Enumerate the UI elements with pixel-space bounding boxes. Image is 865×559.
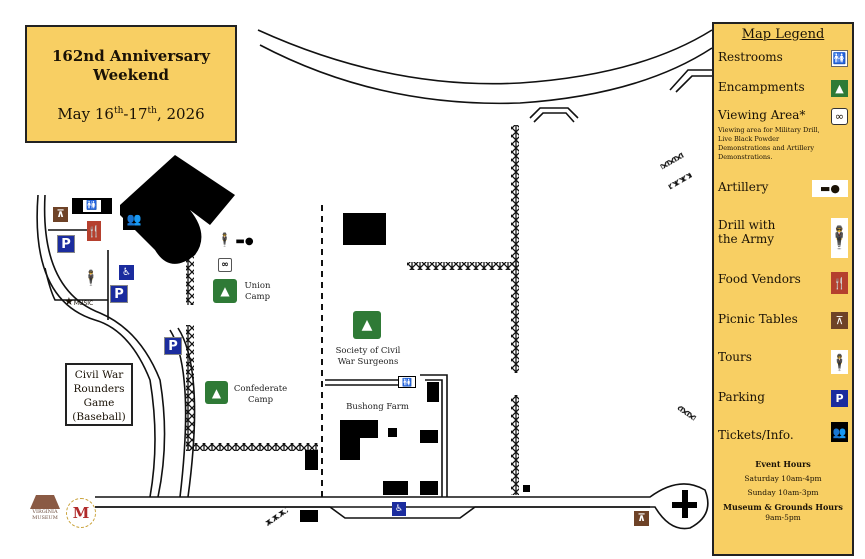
legend-item-tickets: Tickets/Info.👥 <box>718 422 848 442</box>
restroom-icon: 🚻 <box>83 200 101 212</box>
tickets-icon: 👥 <box>123 208 145 230</box>
vmi-logo: M <box>66 498 96 528</box>
legend-title: Map Legend <box>741 27 825 42</box>
hedgerows <box>186 125 697 527</box>
restroom-icon: 🚻 <box>831 50 848 67</box>
legend-item-picnic: Picnic Tables⊼ <box>718 312 848 329</box>
viewing-area-note: Viewing area for Military Drill, Live Bl… <box>718 126 820 161</box>
tickets-icon: 👥 <box>831 422 848 442</box>
parking-icon: P <box>164 337 182 355</box>
binoculars-icon: ∞ <box>831 108 848 125</box>
hours-info: Event Hours Saturday 10am-4pm Sunday 10a… <box>723 459 843 522</box>
parking-icon: P <box>57 235 75 253</box>
legend-item-tours: Tours🕴 <box>718 350 849 374</box>
picnic-table-icon: ⊼ <box>53 207 68 222</box>
picnic-table-icon: ⊼ <box>634 511 649 526</box>
parking-icon: P <box>110 285 128 303</box>
legend-item-viewing: Viewing Area*∞ <box>718 108 848 125</box>
title-line2: Weekend <box>92 66 170 84</box>
cannon-icon: ▬● <box>812 180 848 197</box>
bushong-farm-label: Bushong Farm <box>346 402 409 412</box>
food-icon: 🍴 <box>831 272 848 294</box>
legend-item-drill: Drill with the Army🕴 <box>718 218 853 258</box>
legend-item-food: Food Vendors🍴 <box>718 272 848 294</box>
title-line1: 162nd Anniversary <box>51 47 211 65</box>
map-legend: Map Legend Restrooms🚻 Encampments▲ Viewi… <box>712 22 854 556</box>
soldier-icon: 🕴 <box>216 232 234 248</box>
food-icon: 🍴 <box>87 221 101 241</box>
binoculars-icon: ∞ <box>218 258 232 272</box>
legend-item-artillery: Artillery▬● <box>718 180 848 197</box>
tent-icon: ▲ <box>831 80 848 97</box>
parking-icon: P <box>831 390 848 407</box>
tent-icon: ▲ <box>213 279 237 303</box>
tour-guide-icon: 🕴 <box>81 269 101 287</box>
picnic-table-icon: ⊼ <box>831 312 848 329</box>
tour-guide-icon: 🕴 <box>830 350 849 374</box>
legend-item-encampments: Encampments▲ <box>718 80 848 97</box>
event-dates: May 16th-17th, 2026 <box>57 105 205 123</box>
tent-icon: ▲ <box>353 311 381 339</box>
cannon-icon: ▬● <box>235 235 254 247</box>
tent-icon: ▲ <box>205 381 228 404</box>
soldier-icon: 🕴 <box>826 218 853 258</box>
accessible-icon: ♿ <box>119 265 134 280</box>
legend-item-restrooms: Restrooms🚻 <box>718 50 848 67</box>
restroom-icon: 🚻 <box>398 376 416 388</box>
music-star-icon: ★MUSIC <box>64 295 94 308</box>
accessible-icon: ♿ <box>392 502 406 516</box>
buildings <box>72 155 697 522</box>
